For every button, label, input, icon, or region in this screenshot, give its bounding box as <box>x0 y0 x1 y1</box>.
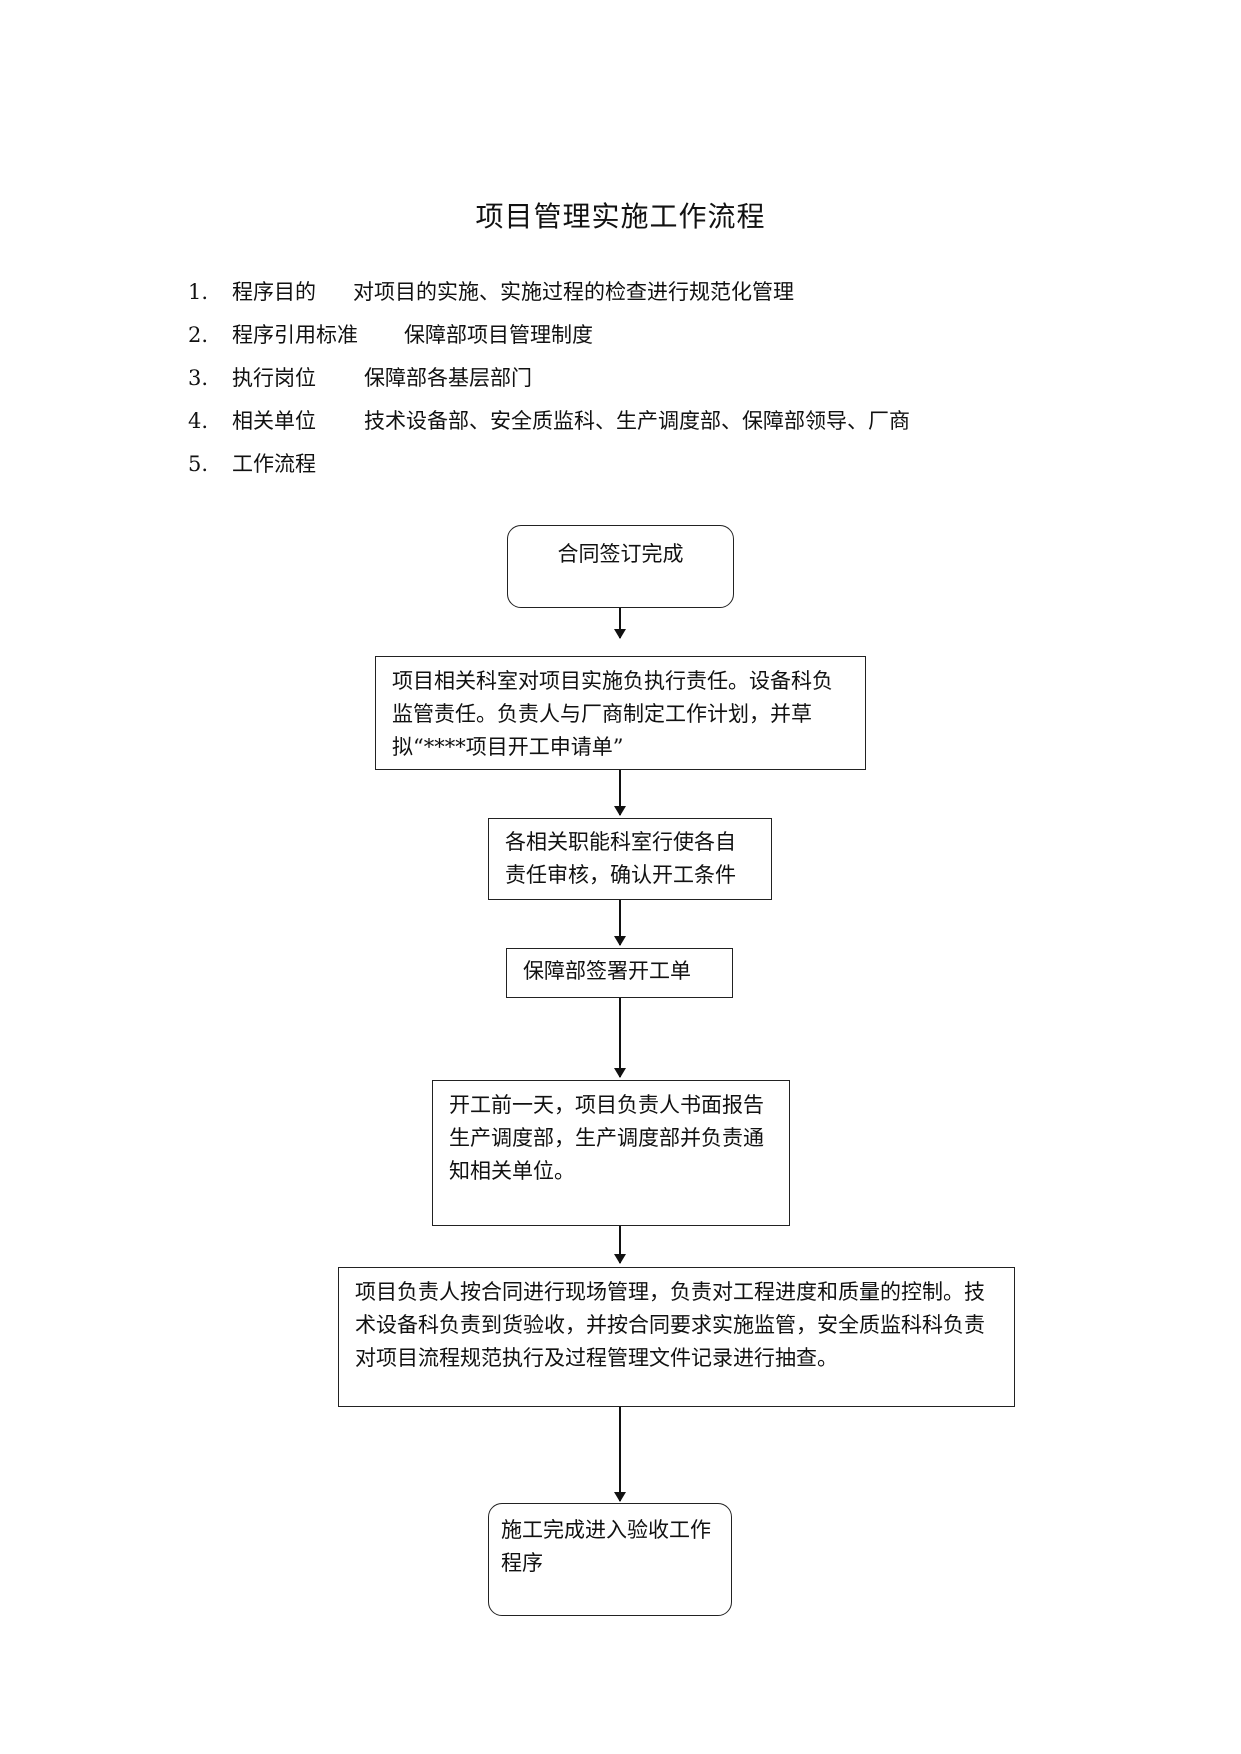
flow-step-text: 合同签订完成 <box>557 542 684 566</box>
item-label: 程序引用标准 <box>232 323 358 347</box>
item-label: 相关单位 <box>232 409 316 433</box>
flow-step-report-notify: 开工前一天，项目负责人书面报告生产调度部，生产调度部并负责通知相关单位。 <box>432 1080 790 1226</box>
item-number: 5. <box>188 452 209 476</box>
flow-step-text: 保障部签署开工单 <box>523 959 691 983</box>
item-number: 1. <box>188 280 209 304</box>
flow-step-text: 项目相关科室对项目实施负执行责任。设备科负监管责任。负责人与厂商制定工作计划，并… <box>392 669 833 759</box>
item-number: 2. <box>188 323 209 347</box>
document-title: 项目管理实施工作流程 <box>475 200 766 233</box>
item-label: 程序目的 <box>232 280 316 304</box>
item-value: 技术设备部、安全质监科、生产调度部、保障部领导、厂商 <box>364 409 910 433</box>
item-value: 保障部项目管理制度 <box>404 323 593 347</box>
flow-step-text: 开工前一天，项目负责人书面报告生产调度部，生产调度部并负责通知相关单位。 <box>449 1093 764 1183</box>
item-label: 工作流程 <box>232 452 316 476</box>
item-value: 对项目的实施、实施过程的检查进行规范化管理 <box>353 280 794 304</box>
item-number: 3. <box>188 366 209 390</box>
item-label: 执行岗位 <box>232 366 316 390</box>
flow-step-text: 各相关职能科室行使各自责任审核，确认开工条件 <box>505 830 736 887</box>
flow-step-project-responsibility: 项目相关科室对项目实施负执行责任。设备科负监管责任。负责人与厂商制定工作计划，并… <box>375 656 866 770</box>
flow-step-contract-signed: 合同签订完成 <box>507 525 734 608</box>
flow-step-text: 施工完成进入验收工作程序 <box>501 1518 711 1575</box>
item-number: 4. <box>188 409 209 433</box>
item-value: 保障部各基层部门 <box>364 366 532 390</box>
flow-step-acceptance: 施工完成进入验收工作程序 <box>488 1503 732 1616</box>
flow-step-site-management: 项目负责人按合同进行现场管理，负责对工程进度和质量的控制。技术设备科负责到货验收… <box>338 1267 1015 1407</box>
flow-step-sign-work-order: 保障部签署开工单 <box>506 948 733 998</box>
flow-step-text: 项目负责人按合同进行现场管理，负责对工程进度和质量的控制。技术设备科负责到货验收… <box>355 1280 985 1370</box>
flow-step-department-review: 各相关职能科室行使各自责任审核，确认开工条件 <box>488 818 772 900</box>
